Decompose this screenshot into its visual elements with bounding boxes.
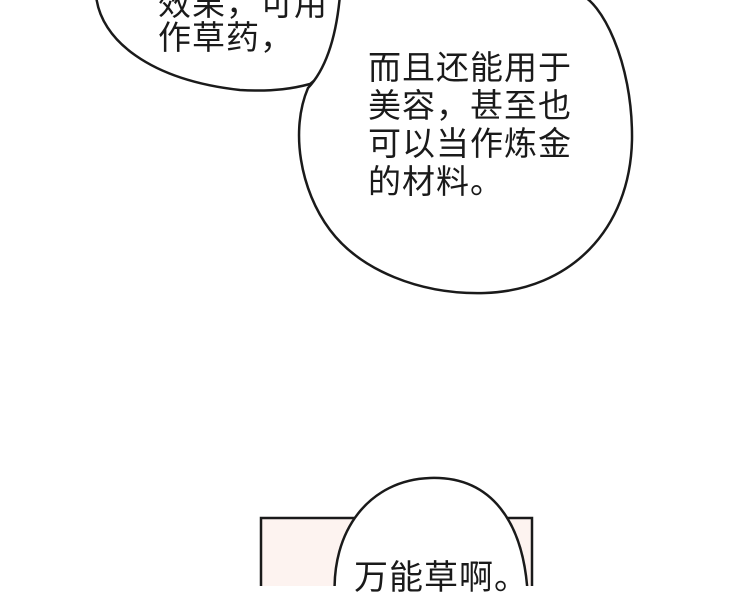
main-speech-bubble (297, 0, 634, 295)
top-bubble-line-1: 效果，可用 (158, 0, 328, 23)
main-bubble-line-4: 的材料。 (368, 162, 504, 201)
bottom-speech-bubble (333, 476, 529, 586)
main-bubble-line-3: 可以当作炼金 (368, 124, 572, 163)
comic-artwork (95, 0, 634, 586)
top-bubble-line-2: 作草药， (158, 18, 294, 57)
main-bubble-line-2: 美容，甚至也 (368, 86, 572, 125)
main-bubble-line-1: 而且还能用于 (368, 48, 572, 87)
bottom-bubble-line-1: 万能草啊。 (354, 558, 529, 598)
